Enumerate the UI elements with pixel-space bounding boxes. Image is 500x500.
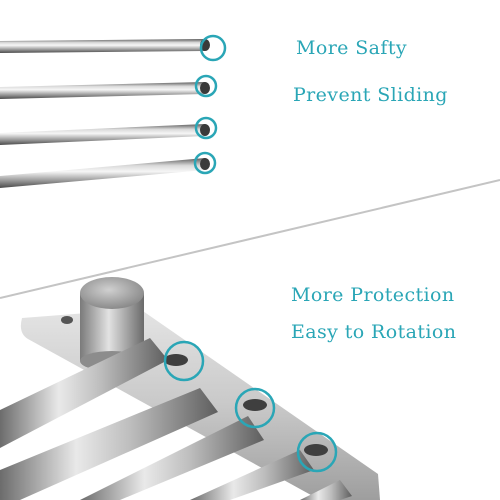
caption-easy-rotation: Easy to Rotation	[291, 321, 457, 343]
highlight-circle-2	[194, 74, 218, 98]
caption-more-protection: More Protection	[291, 284, 455, 306]
highlight-circle-4	[193, 151, 217, 175]
bar-4	[0, 158, 210, 188]
highlight-circle-7	[296, 431, 338, 473]
highlight-circle-1	[199, 34, 227, 62]
caption-more-safety: More Safty	[296, 37, 408, 59]
bar-3	[0, 124, 210, 145]
swing-arms	[0, 338, 352, 500]
caption-prevent-sliding: Prevent Sliding	[293, 84, 448, 106]
divider-line	[0, 179, 500, 299]
highlight-circle-5	[163, 340, 205, 382]
highlight-circle-3	[194, 116, 218, 140]
bar-2	[0, 82, 210, 99]
bar-1	[0, 39, 210, 53]
highlight-circle-6	[234, 387, 276, 429]
